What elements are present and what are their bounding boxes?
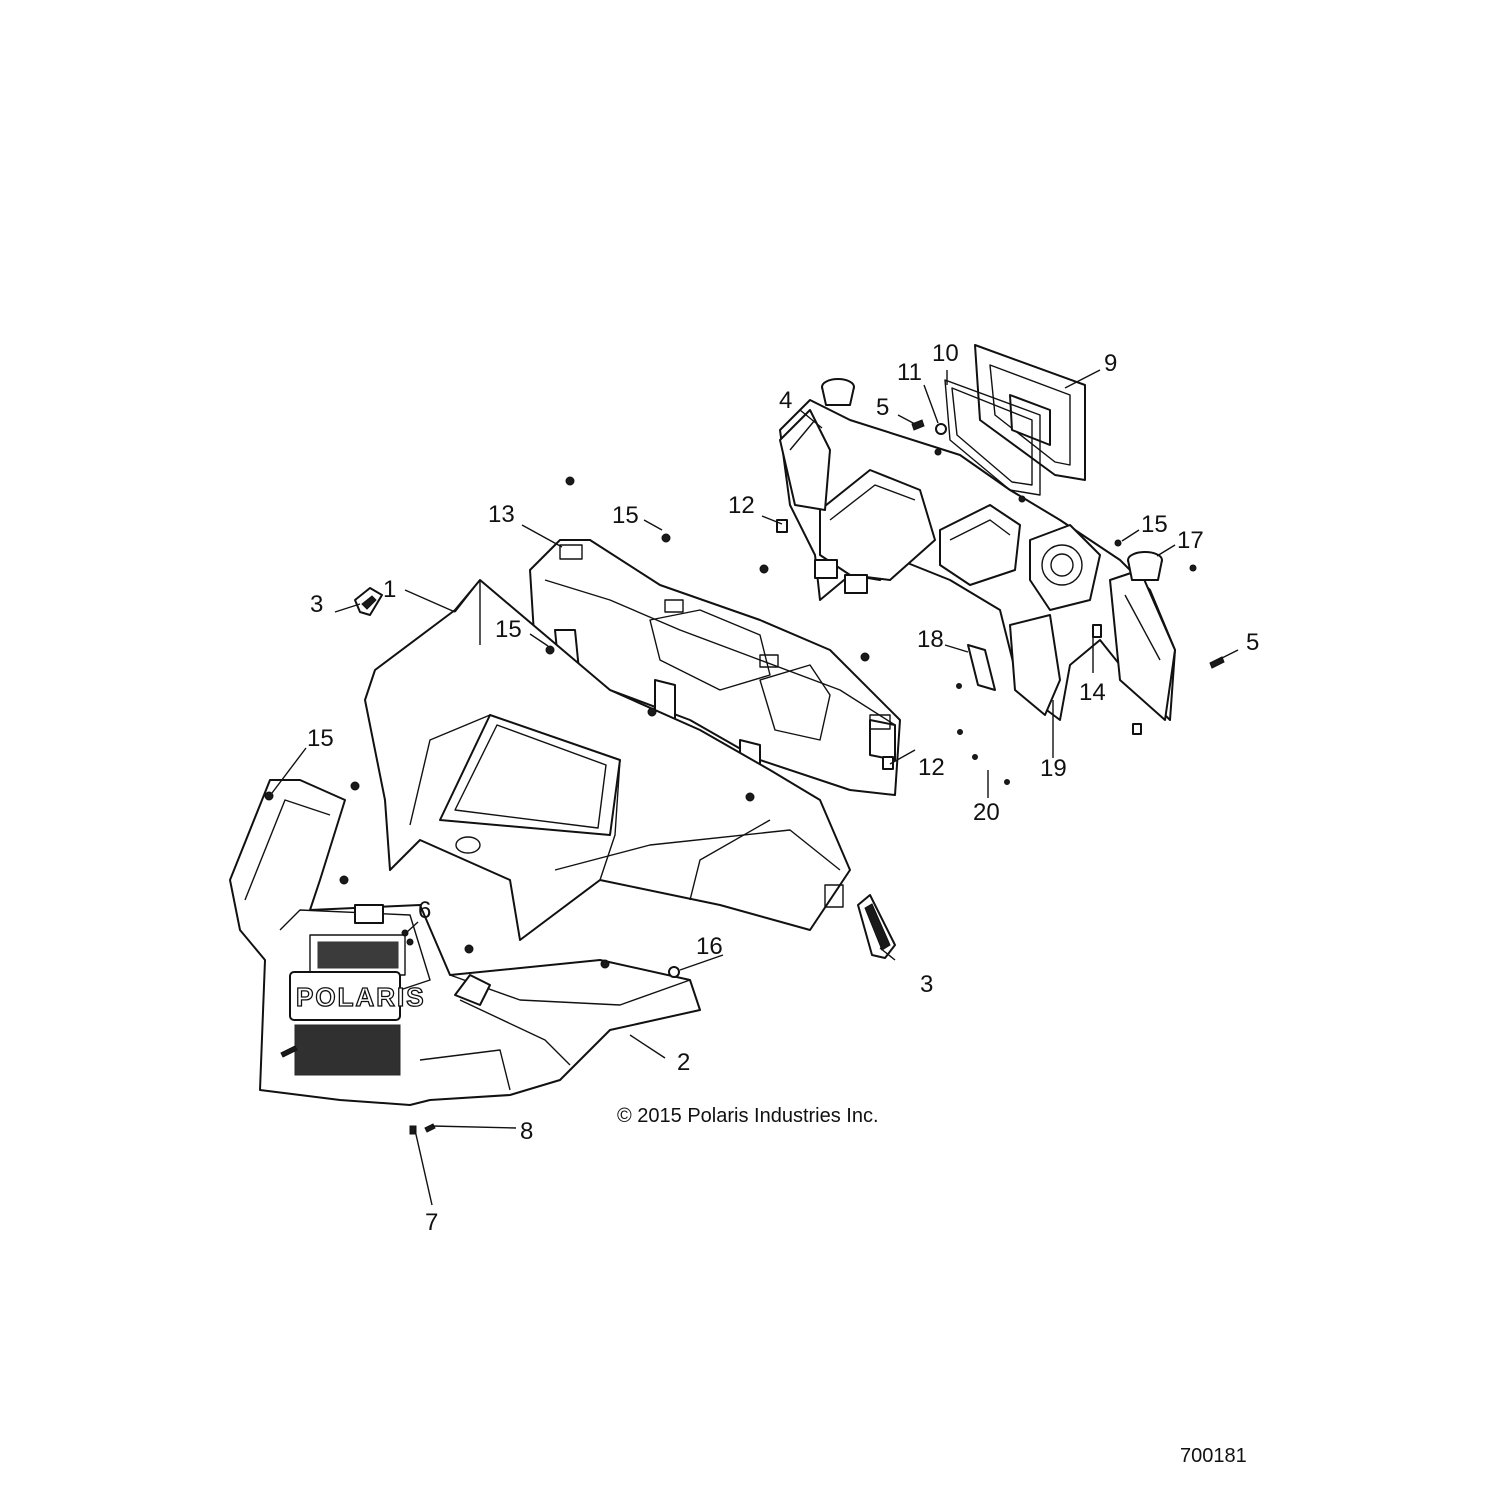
callout-9: 9 (1104, 350, 1117, 377)
callout-13: 13 (488, 501, 515, 528)
callout-3-left: 3 (310, 591, 323, 618)
dash-assembly (779, 399, 1176, 721)
callout-labels: 1 2 3 3 4 5 5 6 7 8 9 10 11 12 12 13 14 … (307, 340, 1259, 1236)
callout-15-mid: 15 (495, 616, 522, 643)
callout-10: 10 (932, 340, 959, 367)
callout-8: 8 (520, 1118, 533, 1145)
polaris-logo-text: POLARIS (296, 982, 426, 1012)
callout-16: 16 (696, 933, 723, 960)
cap-upper (821, 378, 855, 406)
callout-15-right: 15 (1141, 511, 1168, 538)
callout-18: 18 (917, 626, 944, 653)
callout-7: 7 (425, 1209, 438, 1236)
callout-11: 11 (897, 359, 922, 386)
callout-15-top: 15 (612, 502, 639, 529)
callout-3-right: 3 (920, 971, 933, 998)
latch-left (354, 587, 383, 616)
drawing-number: 700181 (1180, 1445, 1247, 1467)
cap-17 (1127, 551, 1163, 581)
callout-5-upper: 5 (876, 394, 889, 421)
glovebox-door (974, 344, 1086, 481)
callout-4: 4 (779, 387, 792, 414)
callout-6: 6 (418, 897, 431, 924)
copyright-notice: © 2015 Polaris Industries Inc. (617, 1105, 879, 1127)
callout-1: 1 (383, 576, 396, 603)
callout-17: 17 (1177, 527, 1204, 554)
callout-15-left: 15 (307, 725, 334, 752)
callout-14: 14 (1079, 679, 1106, 706)
callout-12-upper: 12 (728, 492, 755, 519)
fasteners (264, 419, 1225, 1135)
insert-panel (967, 644, 996, 691)
callout-2: 2 (677, 1049, 690, 1076)
front-bumper: POLARIS (229, 779, 701, 1106)
leader-lines (271, 369, 1239, 1206)
callout-20: 20 (973, 799, 1000, 826)
glovebox-seal (944, 379, 1041, 496)
callout-12-lower: 12 (918, 754, 945, 781)
hood (364, 579, 851, 941)
latch-right (857, 894, 896, 959)
clip-12-upper (776, 519, 788, 533)
callout-5-right: 5 (1246, 629, 1259, 656)
callout-19: 19 (1040, 755, 1067, 782)
